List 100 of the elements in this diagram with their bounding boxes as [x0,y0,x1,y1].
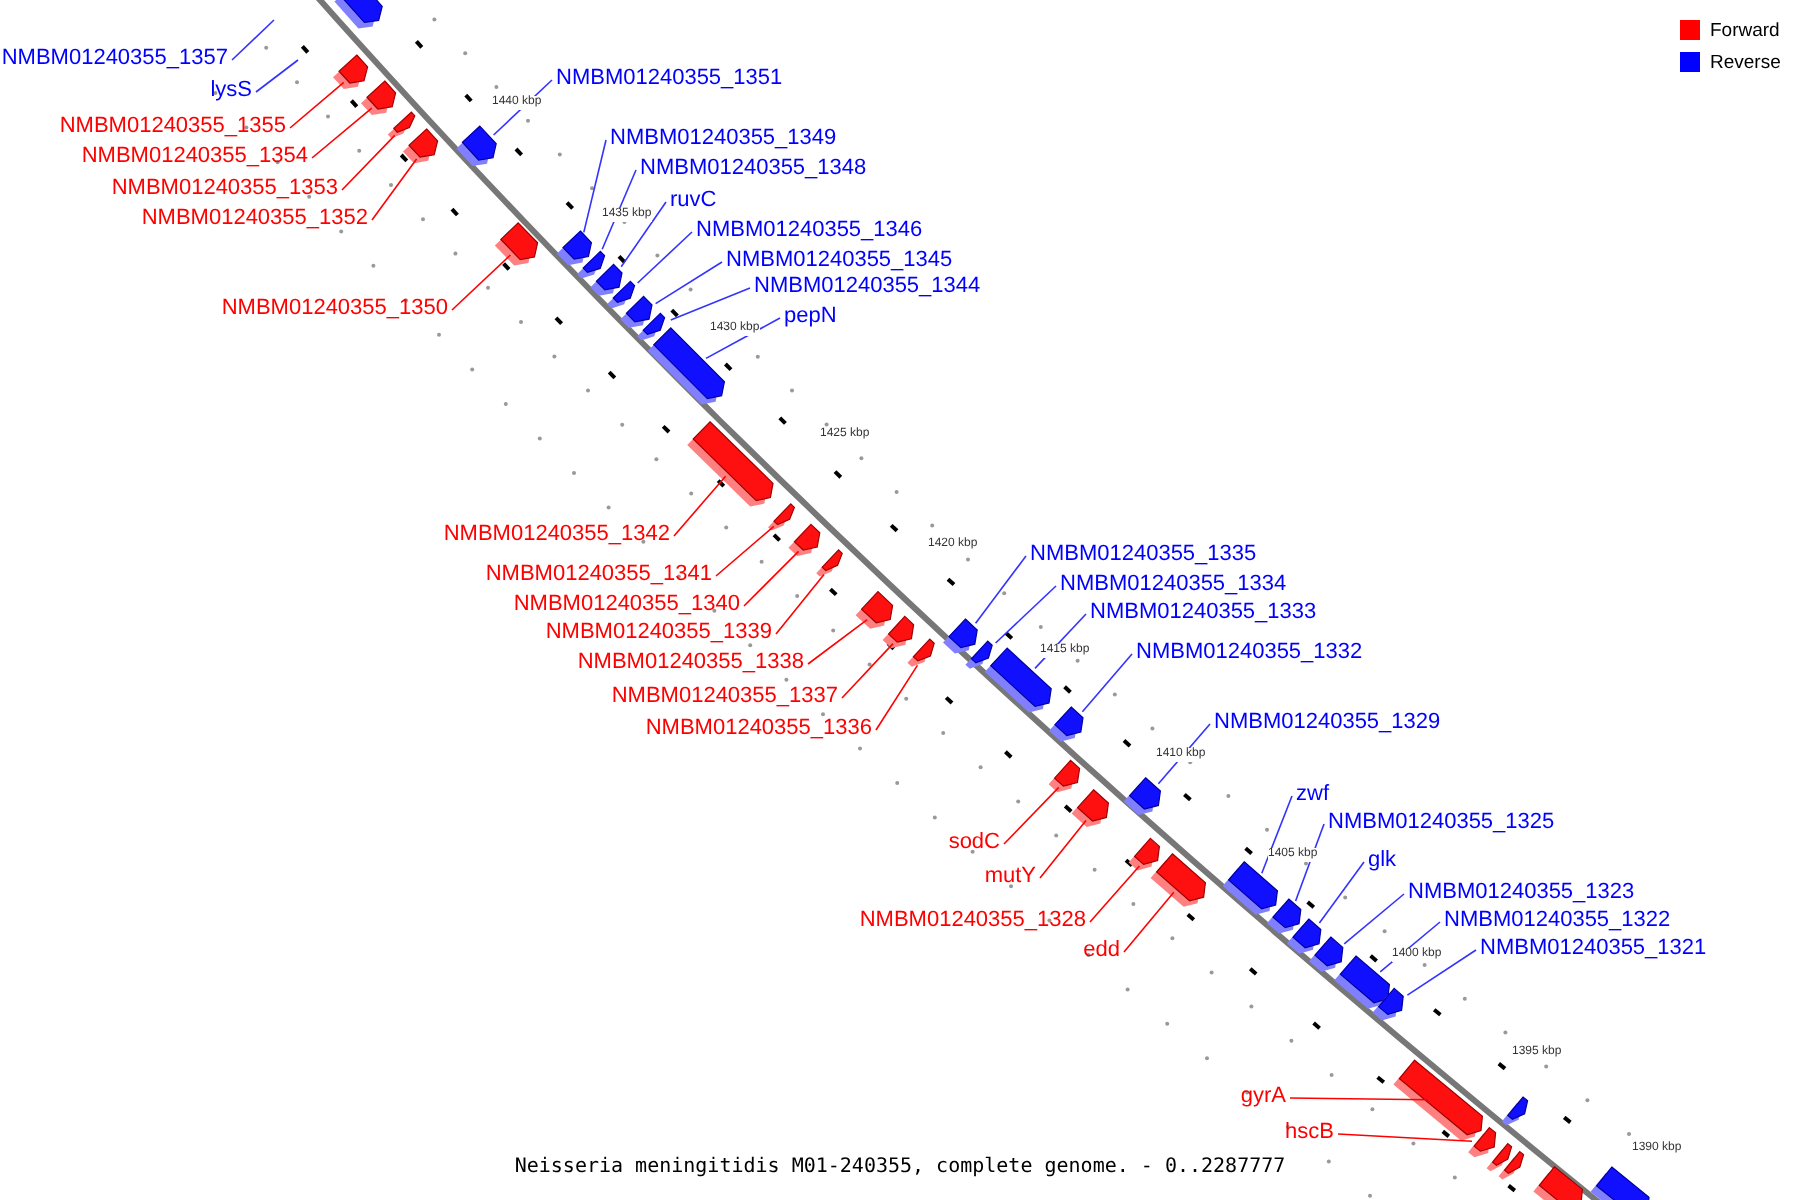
leader-line [743,550,800,607]
gene-label: NMBM01240355_1344 [754,274,981,300]
gene-block [768,502,796,531]
leader-line [231,19,275,61]
gene-block [1334,955,1391,1009]
leader-line [654,261,723,305]
gene-label: NMBM01240355_1340 [513,592,740,618]
gene-block [1372,987,1404,1021]
leader-line [1081,653,1133,713]
gene-label: NMBM01240355_1325 [1328,810,1555,836]
gene-block [1267,898,1302,934]
gene-block [1533,1165,1584,1200]
gene-label: NMBM01240355_1342 [443,522,670,548]
leader-line [1089,865,1141,923]
gene-block [943,618,978,654]
gene-label: edd [1083,938,1120,964]
leader-line [775,573,825,635]
gene-block [607,280,636,309]
gene-label: NMBM01240355_1348 [640,156,867,182]
gene-label: zwf [1296,782,1329,808]
gene-label: NMBM01240355_1341 [485,562,712,588]
gene-block [1468,1126,1497,1158]
gene-block [1150,852,1207,907]
gene-block [788,523,821,556]
gene-label: hscB [1285,1120,1334,1146]
gene-label: NMBM01240355_1352 [141,206,368,232]
gene-label: NMBM01240355_1322 [1444,908,1671,934]
leader-line [1289,1097,1429,1101]
leader-line [841,642,894,699]
gene-block [687,420,774,507]
gene-block [1287,918,1322,954]
leader-line [1343,893,1405,945]
gene-label: NMBM01240355_1353 [111,176,338,202]
gene-block [620,295,653,328]
gene-label: NMBM01240355_1337 [611,684,838,710]
gene-block [1222,860,1279,915]
gene-label: glk [1368,848,1397,874]
gene-label: NMBM01240355_1329 [1214,710,1441,736]
gene-block [494,221,539,266]
leader-line [636,231,693,284]
leader-line [875,664,919,731]
gene-block [361,80,397,115]
gene-label: NMBM01240355_1338 [577,650,804,676]
gene-label: lysS [210,78,252,104]
gene-block [1049,706,1084,742]
gene-block [882,615,915,649]
gene-block [333,54,369,89]
gene-label: NMBM01240355_1351 [556,66,783,92]
gene-block [855,590,894,629]
leader-line [1318,861,1365,924]
gene-label: NMBM01240355_1334 [1060,572,1287,598]
gene-label: NMBM01240355_1355 [59,114,286,140]
leader-line [1039,819,1087,879]
leader-line [451,254,512,311]
leader-line [1337,1133,1473,1142]
leader-line [994,585,1057,644]
gene-block [1501,1096,1529,1126]
leader-line [715,525,775,577]
gene-label: NMBM01240355_1323 [1408,880,1635,906]
gene-block [334,0,383,29]
gene-block [1590,1166,1650,1200]
gene-block [1128,837,1161,871]
gene-label: NMBM01240355_1335 [1030,542,1257,568]
leader-line [1123,891,1175,953]
gene-block [1123,776,1162,815]
leader-line [670,287,751,321]
gene-block [1071,788,1110,827]
gene-label: NMBM01240355_1332 [1136,640,1363,666]
leader-line [583,139,607,234]
gene-label: mutY [984,864,1036,890]
gene-block [1393,1059,1484,1141]
gene-label: NMBM01240355_1350 [221,296,448,322]
gene-label: ruvC [670,188,717,214]
leader-line [705,317,781,360]
gene-label: NMBM01240355_1349 [610,126,837,152]
gene-label: NMBM01240355_1336 [645,716,872,742]
gene-block [557,230,593,266]
leader-line [974,555,1027,624]
leader-line [1406,949,1477,996]
leader-line [311,107,373,159]
gene-label: NMBM01240355_1328 [859,908,1086,934]
leader-line [371,158,418,221]
gene-block [1309,936,1344,972]
gene-label: NMBM01240355_1357 [1,46,228,72]
leader-line [620,201,667,268]
leader-line [673,475,727,537]
gene-block [590,263,623,296]
gene-label: NMBM01240355_1346 [696,218,923,244]
gene-block [637,312,666,341]
legend-label: Forward [1710,20,1780,42]
gene-label: NMBM01240355_1333 [1090,600,1317,626]
gene-block [965,640,993,669]
legend-label: Reverse [1710,52,1781,74]
gene-block [1048,759,1081,793]
gene-block [387,111,416,139]
gene-label: NMBM01240355_1339 [545,620,772,646]
gene-label: gyrA [1240,1084,1286,1110]
gene-block [577,250,606,279]
leader-line [289,81,345,129]
leader-line [807,618,868,665]
